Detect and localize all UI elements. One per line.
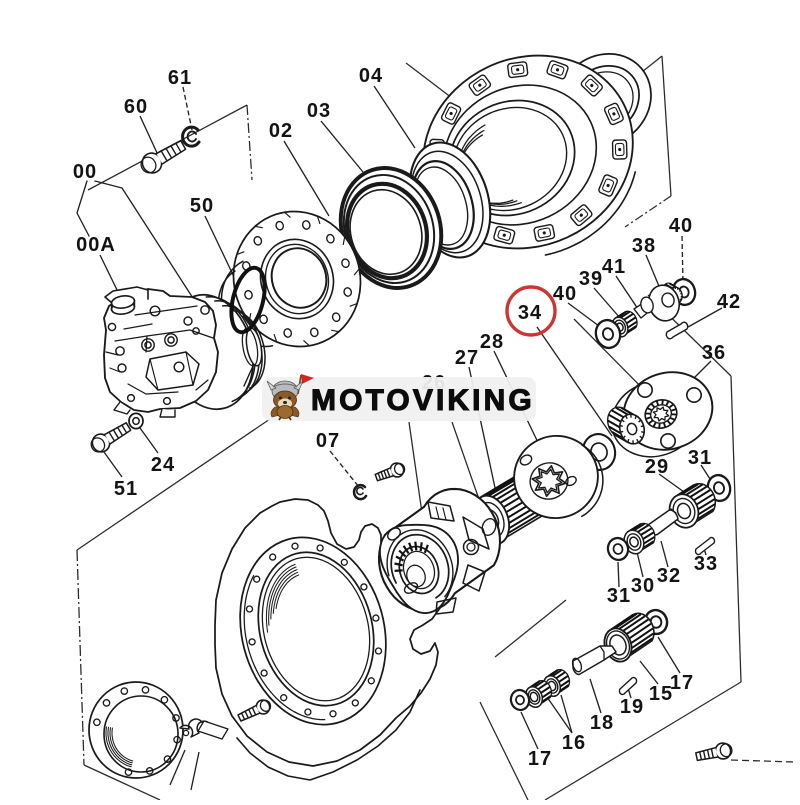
svg-text:18: 18: [590, 712, 614, 734]
svg-text:36: 36: [702, 342, 726, 364]
svg-text:33: 33: [694, 553, 718, 575]
svg-text:24: 24: [151, 454, 175, 476]
svg-text:39: 39: [579, 268, 603, 290]
svg-text:40: 40: [669, 215, 693, 237]
svg-text:29: 29: [645, 456, 669, 478]
svg-text:MOTOVIKING: MOTOVIKING: [311, 384, 535, 417]
svg-text:34: 34: [518, 302, 542, 324]
svg-text:51: 51: [114, 478, 138, 500]
svg-text:40: 40: [553, 283, 577, 305]
svg-text:04: 04: [359, 65, 383, 87]
svg-text:41: 41: [602, 256, 626, 278]
svg-text:00: 00: [73, 161, 97, 183]
svg-text:31: 31: [607, 585, 631, 607]
svg-text:42: 42: [717, 291, 741, 313]
svg-text:17: 17: [528, 748, 552, 770]
svg-text:19: 19: [620, 696, 644, 718]
svg-text:15: 15: [649, 683, 673, 705]
svg-text:17: 17: [670, 672, 694, 694]
svg-text:31: 31: [688, 447, 712, 469]
svg-text:61: 61: [168, 67, 192, 89]
svg-text:60: 60: [124, 96, 148, 118]
svg-text:02: 02: [269, 120, 293, 142]
svg-text:07: 07: [316, 430, 340, 452]
svg-text:32: 32: [657, 565, 681, 587]
svg-text:38: 38: [632, 235, 656, 257]
svg-text:50: 50: [190, 195, 214, 217]
svg-text:28: 28: [480, 331, 504, 353]
svg-text:30: 30: [631, 575, 655, 597]
svg-text:16: 16: [562, 732, 586, 754]
svg-text:03: 03: [307, 100, 331, 122]
svg-text:27: 27: [455, 347, 479, 369]
svg-text:00A: 00A: [76, 234, 116, 256]
